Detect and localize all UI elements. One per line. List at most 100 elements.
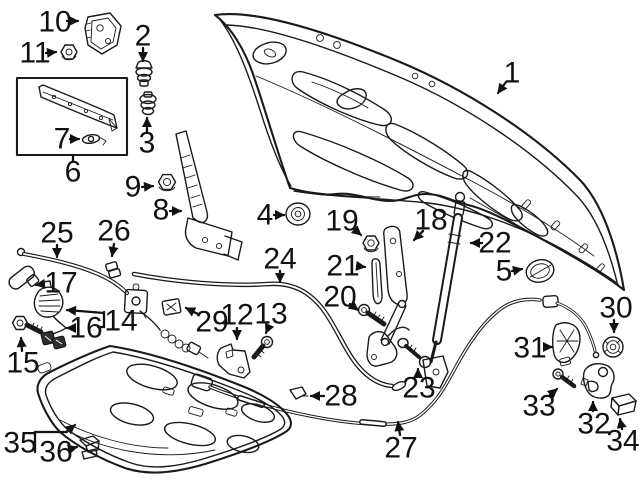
callout-2-label: 2 — [135, 20, 152, 53]
callout-36-label: 36 — [39, 436, 72, 469]
part-release-handle — [8, 265, 40, 290]
part-hood-hinge — [366, 225, 410, 367]
part-molding-kit-box — [15, 76, 129, 157]
part-release-cable-front — [16, 247, 129, 295]
part-pad-clip — [79, 435, 100, 460]
callout-5-label: 5 — [496, 255, 513, 288]
part-gas-strut — [422, 191, 466, 389]
part-push-pin — [135, 60, 153, 87]
callout-11[interactable]: 11 — [19, 37, 58, 70]
part-latch-plate — [580, 362, 615, 399]
callout-12-label: 12 — [220, 299, 253, 332]
callout-17-label: 17 — [44, 267, 77, 300]
callout-16[interactable]: 16 — [65, 312, 103, 345]
callout-9[interactable]: 9 — [125, 171, 155, 204]
callout-32[interactable]: 32 — [577, 400, 611, 441]
callout-26-label: 26 — [97, 215, 130, 248]
callout-5[interactable]: 5 — [496, 255, 524, 288]
callout-18-label: 18 — [414, 204, 447, 237]
callout-34-label: 34 — [606, 425, 639, 458]
part-striker-bracket — [551, 322, 581, 367]
part-flange-nut — [157, 173, 177, 192]
callout-31-label: 31 — [513, 332, 546, 365]
callout-33-label: 33 — [522, 390, 555, 423]
callout-35-label: 35 — [3, 427, 36, 460]
part-hinge-blade — [175, 130, 243, 261]
part-hood-panel — [213, 13, 626, 292]
part-insulator-pad — [36, 344, 292, 474]
callout-19[interactable]: 19 — [325, 205, 363, 238]
callout-4[interactable]: 4 — [257, 199, 286, 232]
callout-23[interactable]: 23 — [402, 367, 436, 405]
part-grooved-plug — [139, 91, 157, 116]
part-oval-plug — [525, 259, 555, 283]
part-grommet-rear — [602, 336, 624, 358]
callout-22[interactable]: 22 — [469, 227, 512, 260]
part-prop-rod — [131, 271, 407, 392]
callout-34[interactable]: 34 — [606, 417, 640, 458]
part-cable-clip-square — [161, 298, 182, 316]
callout-7-label: 7 — [54, 123, 71, 156]
callout-17[interactable]: 17 — [34, 267, 78, 300]
callout-14[interactable]: 14 — [65, 305, 138, 338]
callout-14-label: 14 — [104, 305, 137, 338]
part-wing-nut — [60, 44, 78, 61]
callout-21-label: 21 — [326, 250, 359, 283]
callout-2[interactable]: 2 — [135, 20, 152, 63]
callout-16-label: 16 — [69, 312, 102, 345]
callout-20-label: 20 — [323, 281, 356, 314]
callout-15[interactable]: 15 — [6, 336, 40, 380]
callout-25-label: 25 — [40, 217, 73, 250]
part-cable-coil-section — [139, 310, 209, 359]
part-wing-fastener — [81, 133, 107, 146]
part-shoulder-bolt — [357, 303, 387, 327]
part-center-bracket — [216, 343, 251, 379]
callout-13[interactable]: 13 — [254, 298, 288, 335]
callout-11-label: 11 — [19, 37, 50, 70]
callout-24[interactable]: 24 — [263, 243, 297, 284]
part-hood-latch — [33, 280, 67, 350]
callout-24-label: 24 — [263, 243, 296, 276]
callout-25[interactable]: 25 — [40, 217, 74, 259]
callout-3[interactable]: 3 — [139, 116, 156, 160]
callout-10[interactable]: 10 — [38, 6, 80, 39]
callout-9-label: 9 — [125, 171, 142, 204]
callout-27[interactable]: 27 — [384, 420, 418, 465]
callout-26[interactable]: 26 — [97, 215, 131, 258]
callout-6[interactable]: 6 — [65, 153, 82, 189]
part-wedge-block — [610, 393, 637, 416]
callout-29[interactable]: 29 — [184, 306, 229, 339]
callout-18[interactable]: 18 — [412, 204, 448, 242]
callout-21[interactable]: 21 — [326, 250, 367, 283]
callout-10-label: 10 — [38, 6, 71, 39]
callout-1[interactable]: 1 — [496, 57, 520, 95]
part-cable-clip-rear — [289, 386, 309, 400]
callout-22-label: 22 — [478, 227, 511, 260]
callout-36[interactable]: 36 — [39, 436, 79, 469]
callout-7[interactable]: 7 — [54, 123, 81, 156]
callout-33[interactable]: 33 — [522, 387, 559, 423]
callout-31[interactable]: 31 — [513, 332, 554, 365]
callout-12[interactable]: 12 — [220, 299, 254, 341]
part-bolt-center — [251, 335, 274, 360]
part-grommet-round — [285, 202, 311, 226]
callout-28-label: 28 — [324, 380, 357, 413]
part-cable-clip-small — [105, 261, 122, 279]
callout-32-label: 32 — [577, 408, 610, 441]
callout-3-label: 3 — [139, 127, 156, 160]
callout-35[interactable]: 35 — [3, 423, 77, 460]
part-cable-junction — [123, 283, 149, 319]
part-bolt-rear — [552, 368, 577, 389]
part-flange-nut-hinge — [362, 235, 380, 253]
callout-30[interactable]: 30 — [599, 292, 633, 334]
callout-30-label: 30 — [599, 292, 632, 325]
callout-8[interactable]: 8 — [153, 194, 183, 227]
callout-28[interactable]: 28 — [309, 380, 358, 413]
callout-20[interactable]: 20 — [323, 281, 360, 314]
part-bracket-plate — [84, 12, 122, 55]
callout-19-label: 19 — [325, 205, 358, 238]
part-hex-bolt-latch — [11, 315, 44, 335]
callout-4-label: 4 — [257, 199, 274, 232]
